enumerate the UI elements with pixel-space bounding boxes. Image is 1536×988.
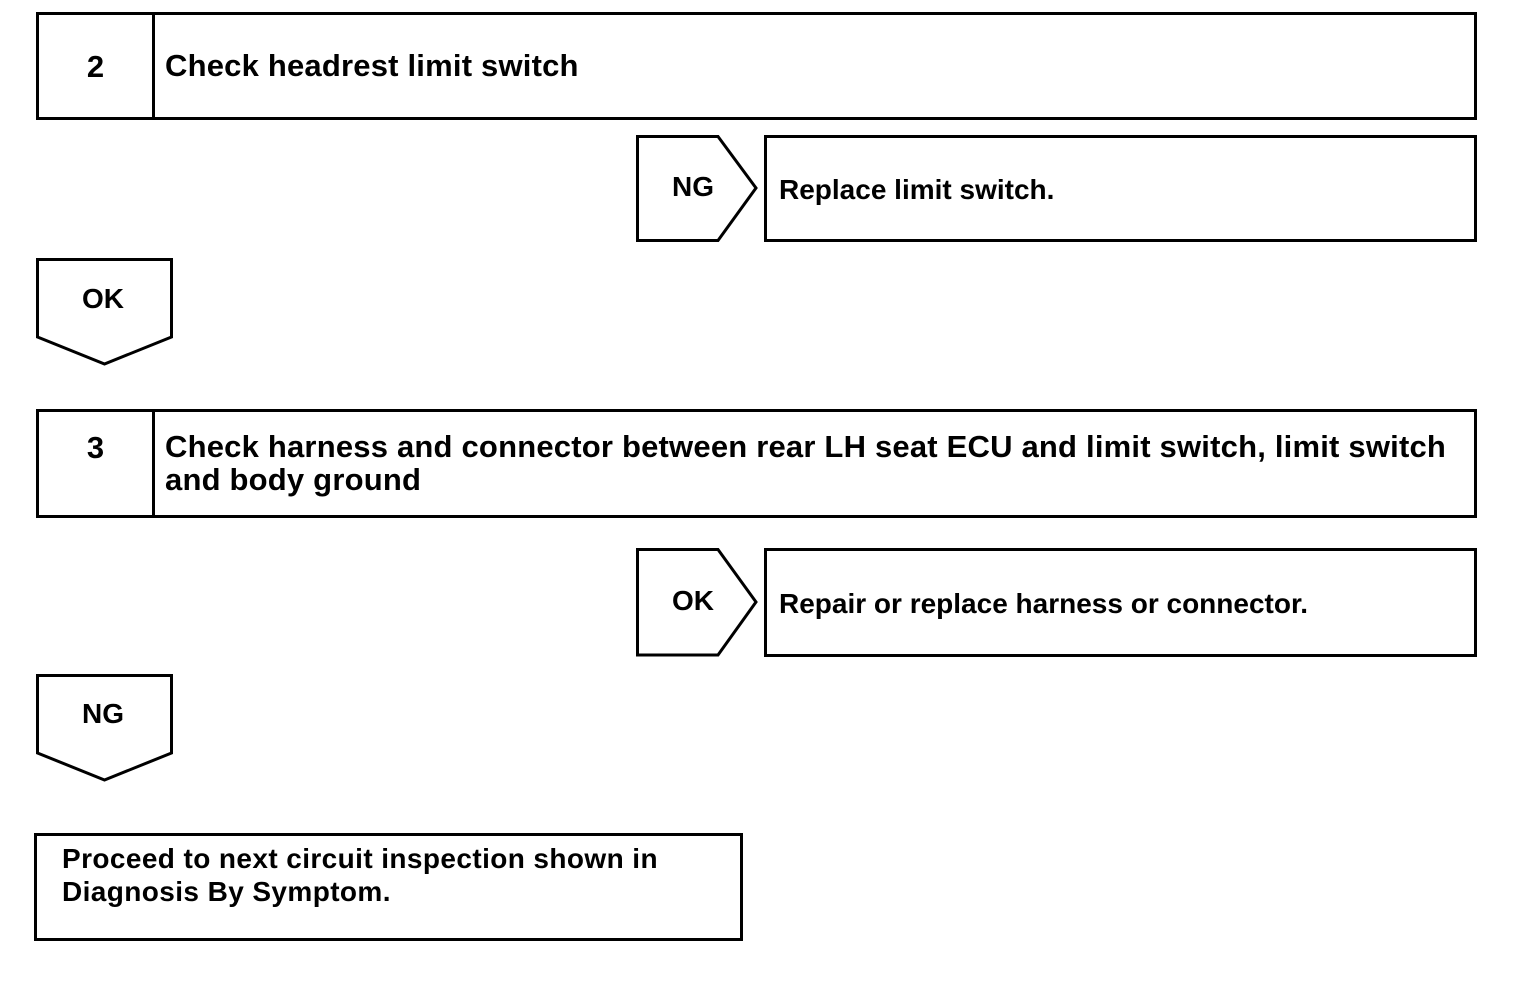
step-3-ng-label: NG [82,698,124,729]
step-2-ng-label: NG [672,171,714,202]
step-3-box: 3 Check harness and connector between re… [36,409,1477,518]
step-3-ok-action-box: Repair or replace harness or connector. [764,548,1477,657]
step-2-ng-action-box: Replace limit switch. [764,135,1477,242]
step-2-ok-label: OK [82,283,124,314]
step-3-ok-action: Repair or replace harness or connector. [779,588,1309,619]
step-3-ok-tag [636,548,758,657]
step-3-number: 3 [39,412,155,515]
step-3-ng-tag [36,674,173,782]
step-2-ng-action: Replace limit switch. [779,174,1055,205]
step-2-number: 2 [39,15,155,117]
final-action-text: Proceed to next circuit inspection shown… [62,843,658,907]
final-action-box: Proceed to next circuit inspection shown… [34,833,743,941]
step-2-ng-tag [636,135,758,242]
step-2-title-text: Check headrest limit switch [165,48,579,83]
step-3-title: Check harness and connector between rear… [165,429,1447,497]
step-2-ok-tag [36,258,173,366]
step-2-box: 2 Check headrest limit switch [36,12,1477,120]
step-3-ok-label: OK [672,585,714,616]
